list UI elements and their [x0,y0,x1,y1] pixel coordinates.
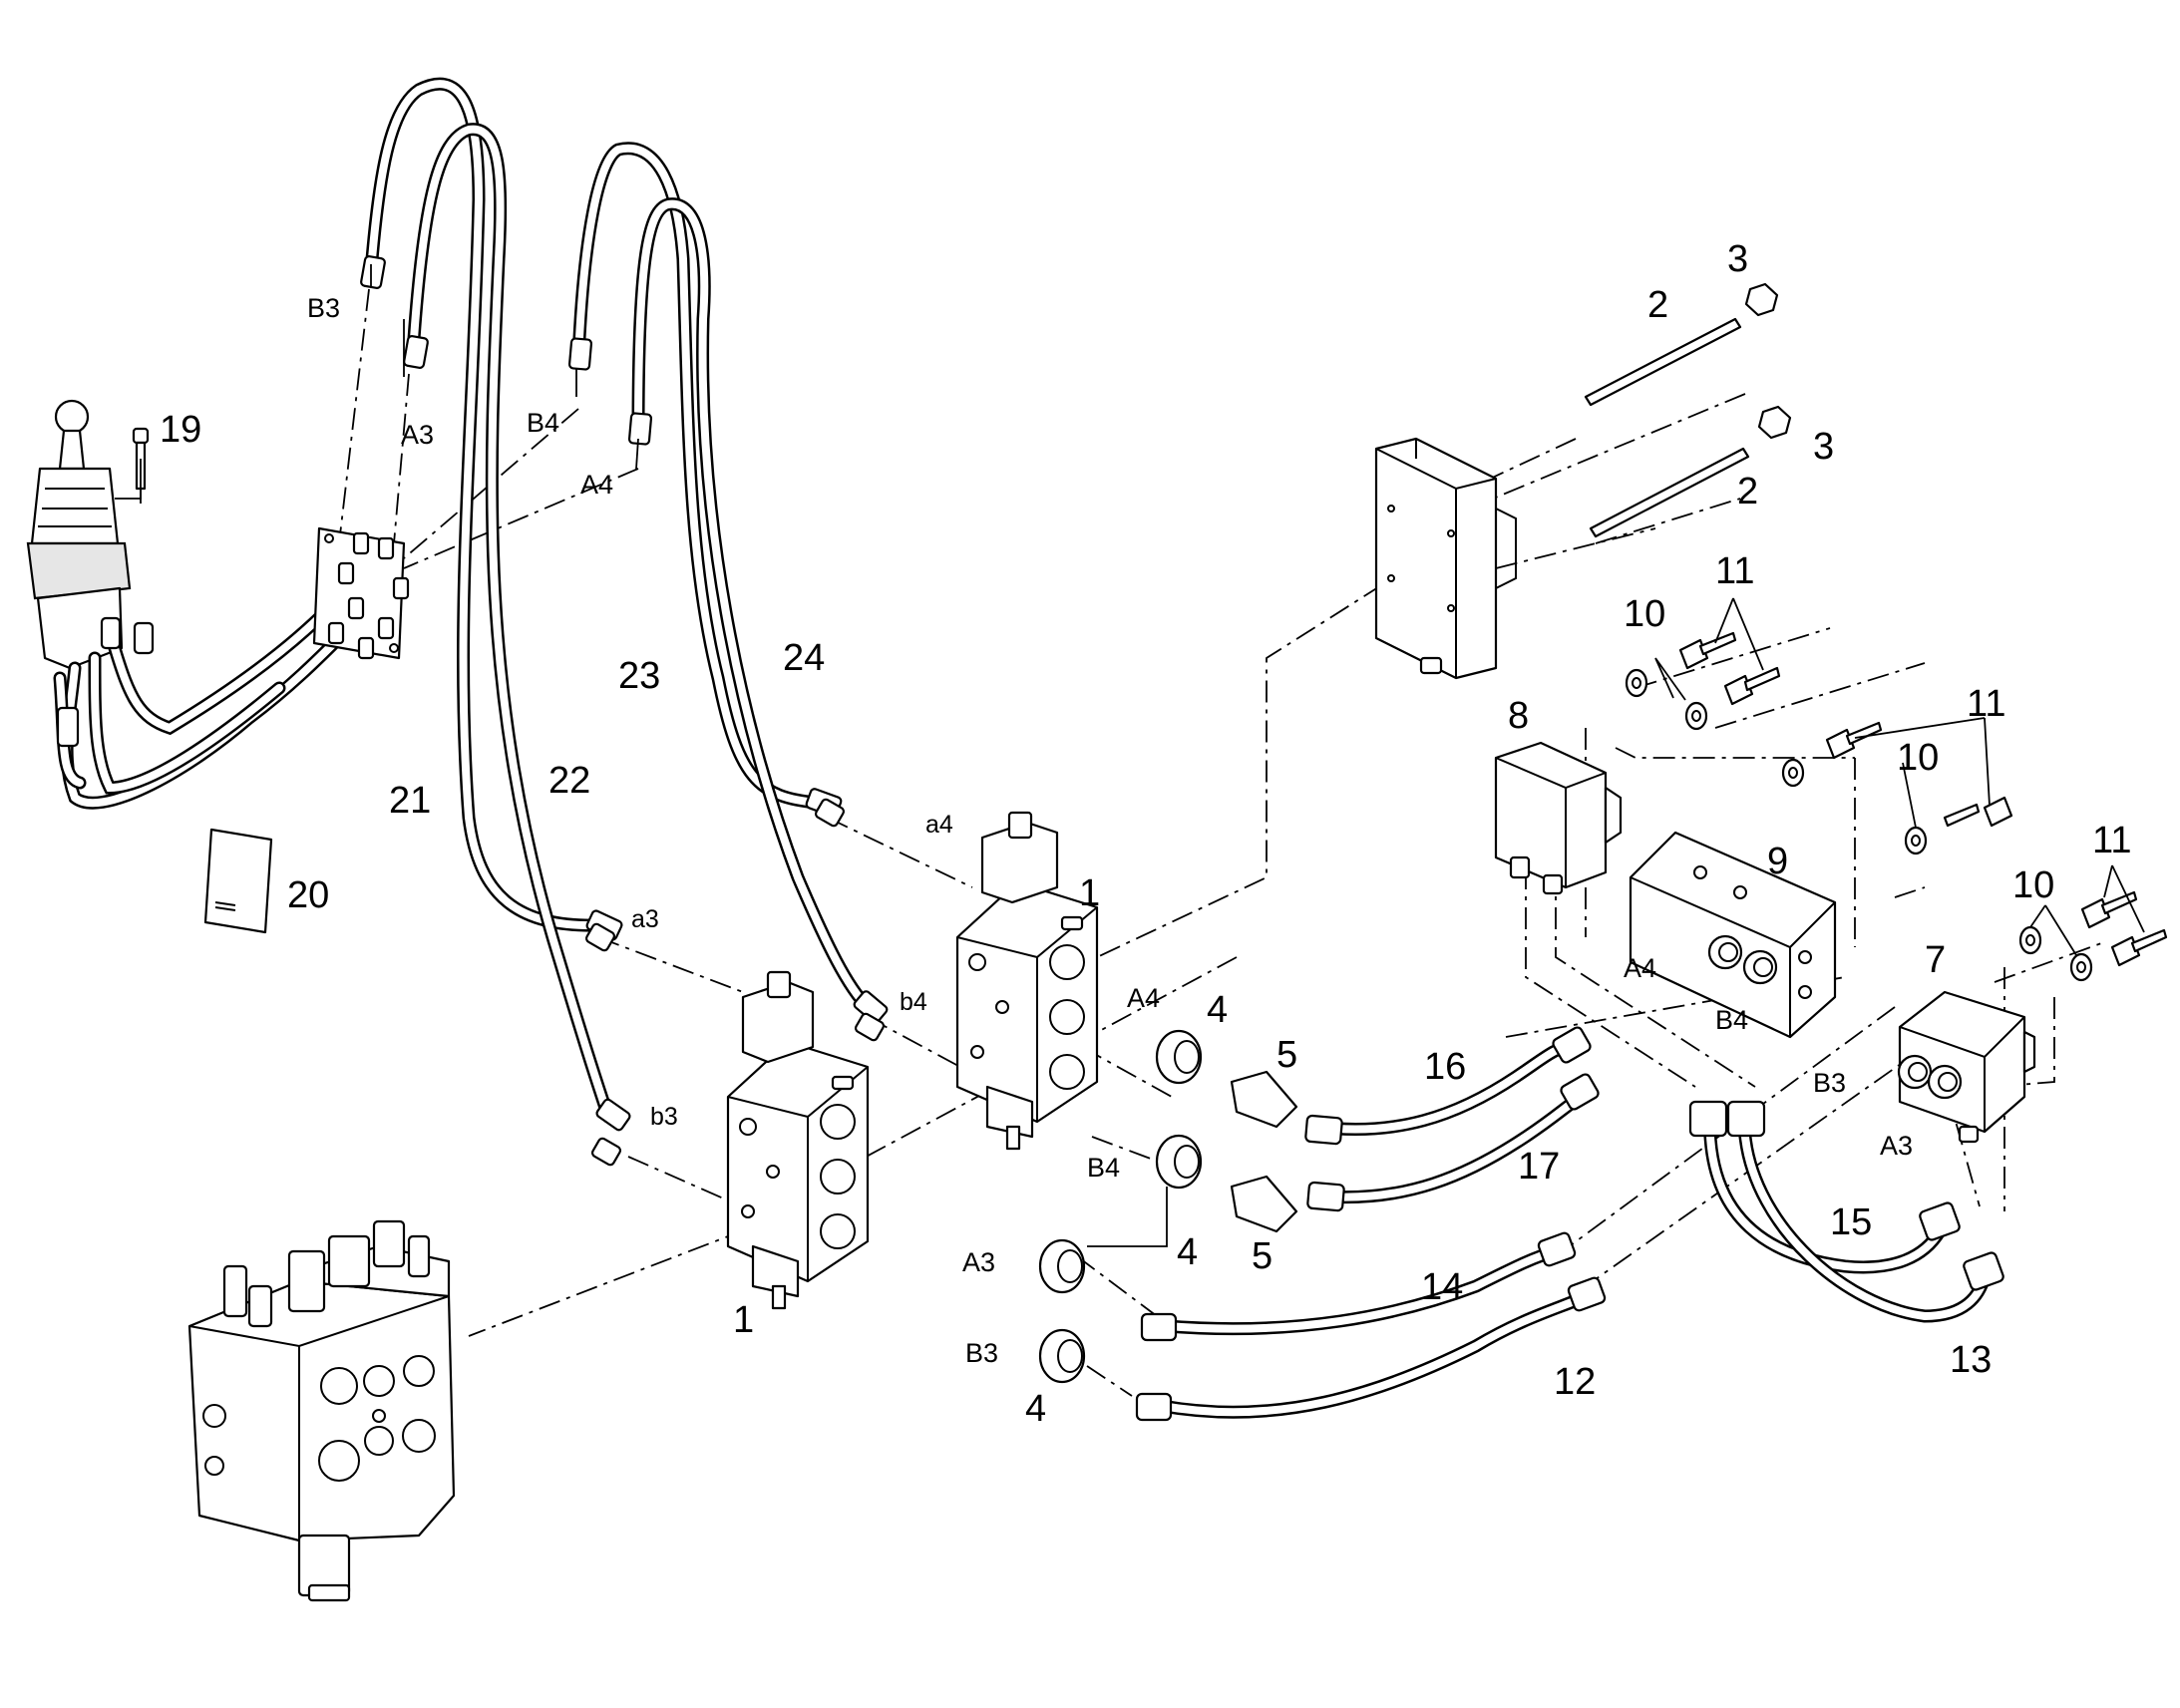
callout-22: 22 [548,760,590,802]
nuts-part-3 [1744,282,1792,440]
callout-4-top: 4 [1207,989,1228,1031]
callout-11-right: 11 [2092,820,2131,861]
callout-1-upper: 1 [1079,872,1100,914]
callout-leaders [370,264,639,470]
screws-part-11 [1678,597,2168,967]
port-label-b3-valve: B3 [965,1338,998,1368]
label-card-20 [203,828,273,934]
pilot-label-a3: a3 [631,905,659,933]
callout-9: 9 [1767,841,1788,882]
port-label-b3-block: B3 [1813,1068,1846,1098]
hoses-16-17 [1304,1026,1600,1212]
callout-4-middle: 4 [1177,1231,1198,1273]
port-label-a3-top: A3 [401,420,434,450]
screw-19 [115,427,150,504]
callout-10-top: 10 [1624,593,1665,635]
callout-13: 13 [1950,1339,1992,1381]
callout-2-lower: 2 [1737,471,1758,512]
callout-17: 17 [1518,1146,1560,1188]
callout-12: 12 [1554,1361,1596,1403]
port-label-b4-valve: B4 [1087,1153,1120,1183]
callout-3-upper: 3 [1727,238,1748,280]
block-7 [1897,990,2036,1144]
callout-11-top: 11 [1715,550,1754,592]
callout-10-middle: 10 [1897,737,1939,779]
callout-20: 20 [287,874,329,916]
callout-numbers: 19 20 21 22 23 24 1 1 2 2 3 3 4 4 4 5 5 … [160,238,2131,1430]
port-label-b4-top: B4 [527,408,559,438]
port-label-a3-block: A3 [1880,1131,1913,1161]
callout-1-lower: 1 [733,1299,754,1341]
pilot-label-a4: a4 [925,811,953,839]
washers-part-10 [1625,657,2093,982]
pilot-label-b4: b4 [900,988,927,1016]
port-label-a4-valve: A4 [1127,983,1160,1013]
mounting-bracket [1374,437,1517,680]
callout-5-upper: 5 [1276,1034,1297,1076]
port-labels: B3 A3 B4 A4 A4 B4 A3 B3 A4 B4 B3 A3 a4 b… [307,293,1913,1368]
port-label-a3-valve: A3 [962,1247,995,1277]
valve-section-1-upper [955,811,1099,1151]
block-9 [1629,831,1837,1039]
callout-10-right: 10 [2012,864,2054,906]
pilot-label-b3: b3 [650,1103,678,1131]
main-control-valve [187,1219,456,1602]
callout-11-middle: 11 [1967,683,2005,725]
rods-part-2 [1584,317,1750,538]
callout-2-upper: 2 [1647,284,1668,326]
adapters-part-4 [1038,1029,1203,1384]
pilot-hoses [360,77,889,1167]
callout-7: 7 [1925,939,1946,981]
valve-section-1-lower [726,970,870,1310]
block-8 [1494,741,1623,895]
callout-14: 14 [1421,1266,1463,1308]
callout-24: 24 [783,637,825,679]
callout-5-lower: 5 [1252,1235,1272,1277]
elbows-part-5 [1230,1070,1298,1233]
callout-4-bottom: 4 [1025,1388,1046,1430]
callout-19: 19 [160,409,201,451]
joystick-assembly [26,399,410,810]
callout-23: 23 [618,655,660,697]
joystick-port-fittings [327,531,410,660]
callout-21: 21 [389,780,431,822]
hoses-12-14 [1135,1231,1607,1422]
port-label-a4-top: A4 [580,470,613,500]
port-label-b3-top: B3 [307,293,340,323]
port-label-a4-block: A4 [1624,953,1656,983]
callout-8: 8 [1508,695,1529,737]
callout-16: 16 [1424,1046,1466,1088]
port-label-b4-block: B4 [1715,1005,1748,1035]
callout-3-lower: 3 [1813,426,1834,468]
hoses-13-15 [1688,1100,2004,1323]
callout-15: 15 [1830,1201,1872,1243]
